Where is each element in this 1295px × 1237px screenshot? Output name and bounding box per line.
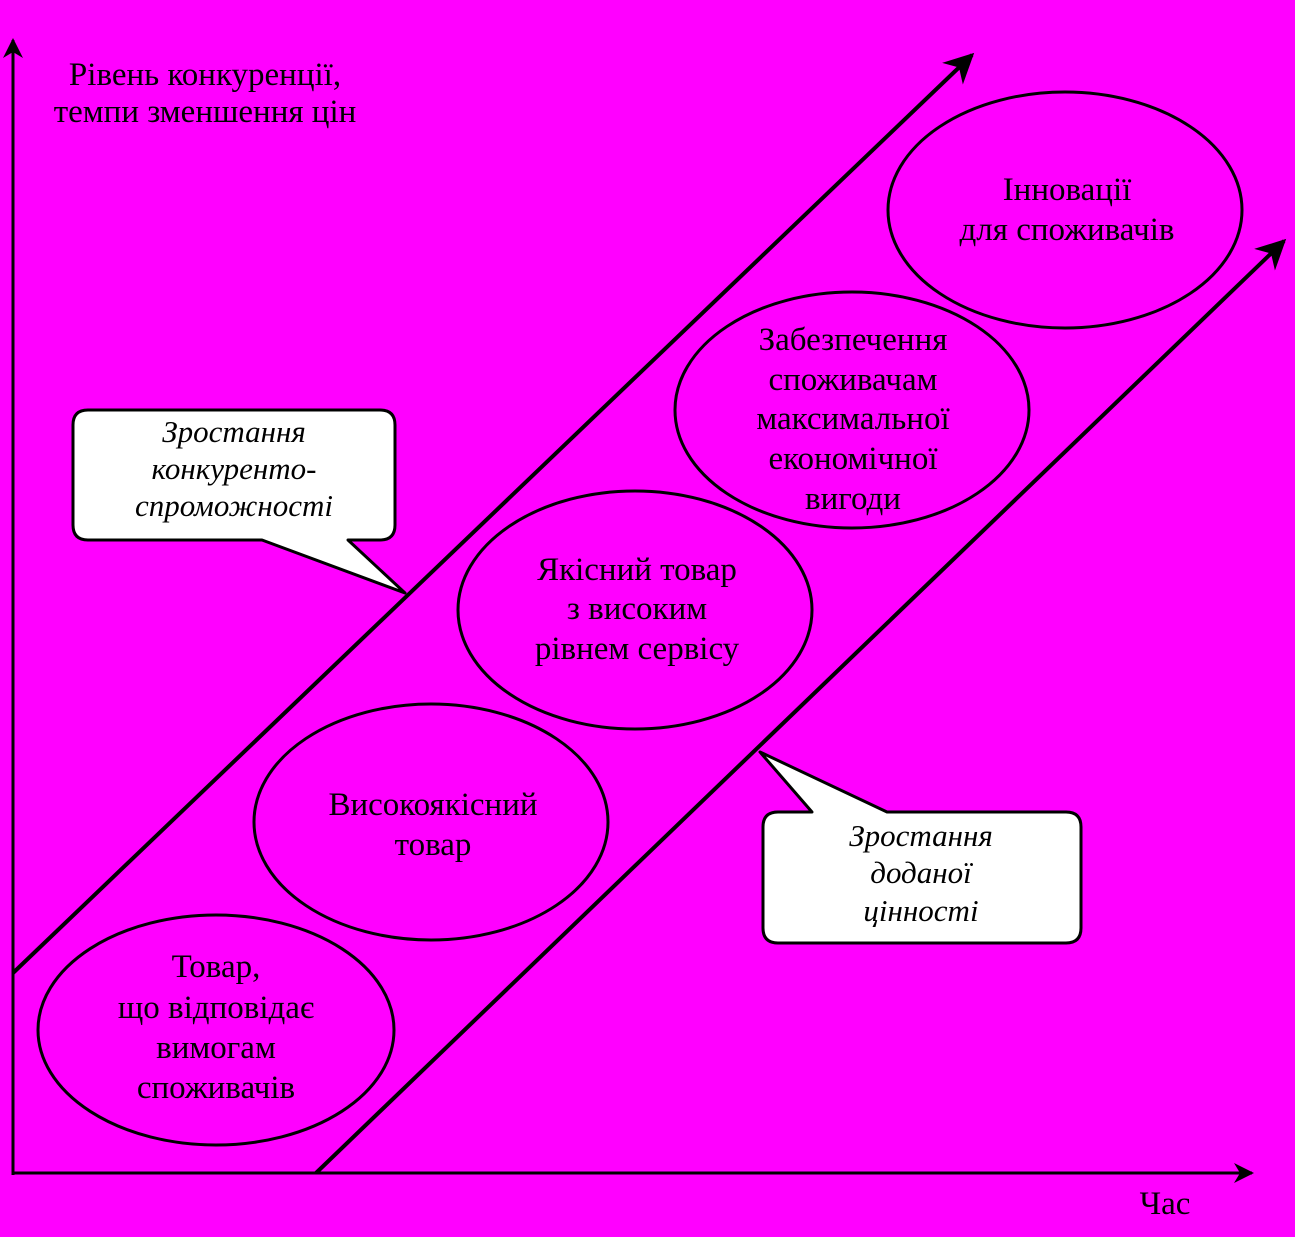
y-axis-label-line-1: Рівень конкуренції, — [69, 57, 341, 93]
callout-1-line-2: конкуренто- — [152, 451, 317, 486]
stage-4-line-3: максимальної — [756, 401, 950, 437]
stage-4-line-1: Забезпечення — [759, 322, 948, 358]
x-axis-label: Час — [1140, 1186, 1191, 1222]
stage-2-line-2: товар — [395, 827, 472, 863]
stage-3-line-1: Якісний товар — [537, 552, 737, 588]
stage-ellipse-1 — [36, 913, 396, 1147]
stage-4-line-5: вигоди — [805, 481, 901, 517]
stage-1-line-1: Товар, — [172, 949, 261, 985]
stage-ellipse-5 — [886, 90, 1244, 330]
y-axis-label-line-2: темпи зменшення цін — [54, 94, 357, 130]
stage-2-line-1: Високоякісний — [328, 787, 537, 823]
callout-added-value — [758, 750, 1083, 945]
stage-3-line-3: рівнем сервісу — [535, 631, 740, 667]
callout-2-line-1: Зростання — [849, 818, 993, 853]
callout-2-line-2: доданої — [870, 855, 973, 890]
stage-ellipse-4 — [673, 290, 1031, 530]
stage-4-line-2: споживачам — [768, 362, 937, 398]
stage-1-line-2: що відповідає — [118, 990, 314, 1026]
callout-1-line-3: спроможності — [135, 488, 333, 523]
stage-4-line-4: економічної — [768, 441, 938, 477]
stage-1-line-3: вимогам — [156, 1030, 276, 1066]
lower-trend-arrow — [314, 238, 1287, 1175]
callout-1-line-1: Зростання — [162, 414, 306, 449]
stage-1-line-4: споживачів — [137, 1070, 295, 1106]
stage-ellipse-3 — [456, 489, 814, 731]
upper-trend-arrow — [11, 52, 975, 975]
stage-3-line-2: з високим — [567, 591, 707, 627]
callout-competitiveness — [71, 408, 407, 595]
stage-ellipse-2 — [252, 702, 610, 942]
stage-5-line-1: Інновації — [1003, 172, 1132, 208]
callout-2-line-3: цінності — [863, 893, 978, 928]
stage-5-line-2: для споживачів — [960, 212, 1175, 248]
